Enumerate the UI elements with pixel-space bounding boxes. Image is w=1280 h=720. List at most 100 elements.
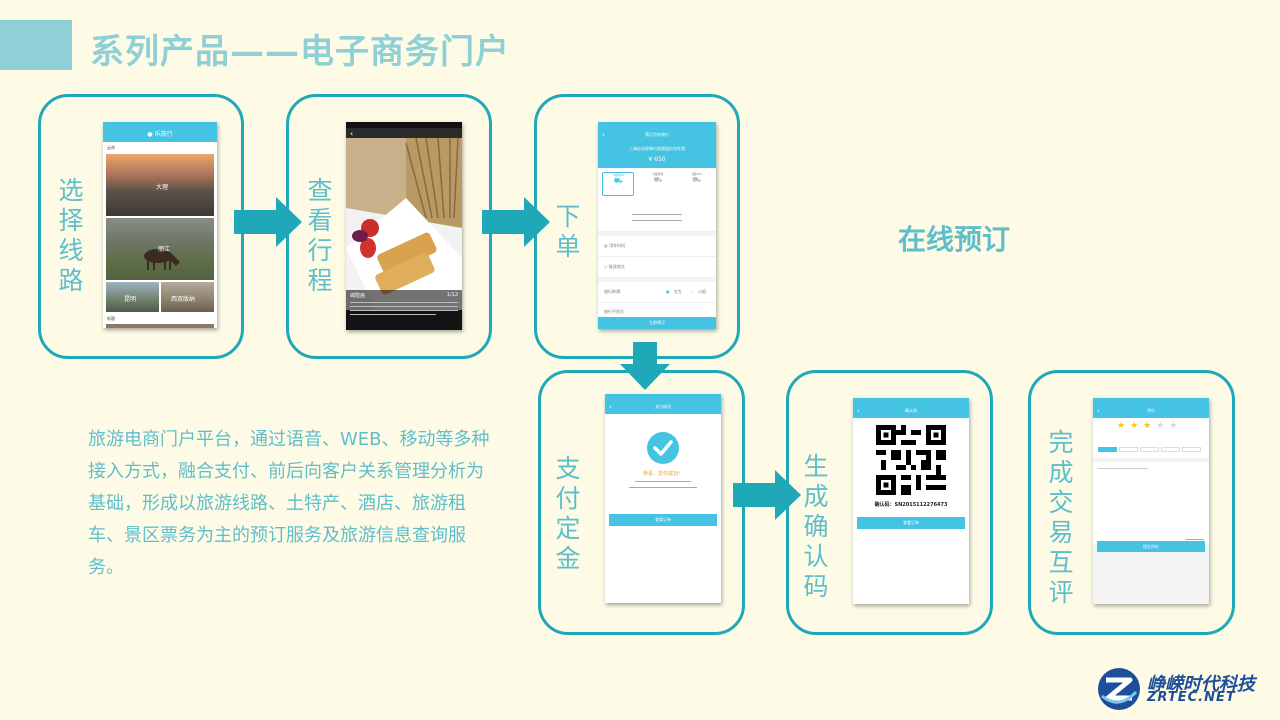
car-type-option[interactable]: 5座商务 ⛟	[643, 172, 673, 208]
confirmation-code: 确认码：SN2015112276473	[874, 502, 948, 508]
view-order-button[interactable]: 查看订单	[609, 514, 717, 526]
star-icon[interactable]: ★	[1169, 421, 1183, 431]
radio-label: 先生	[674, 289, 682, 294]
arrow-right-icon	[234, 197, 302, 247]
field-label: 旅行手机号	[604, 309, 624, 314]
star-icon[interactable]: ★	[1156, 421, 1170, 431]
nav-title: 预订包车旅行	[645, 132, 669, 137]
step-label-review: 完成交易互评	[1048, 428, 1074, 607]
calendar-icon: ▦	[604, 243, 608, 248]
status-bar	[853, 398, 969, 404]
back-icon[interactable]: ‹	[609, 403, 612, 411]
check-circle-icon	[647, 432, 679, 464]
car-type-label: 5座轿车	[612, 173, 624, 177]
status-bar	[346, 122, 462, 128]
success-detail-placeholder	[635, 481, 691, 482]
radio-icon[interactable]: ○	[690, 289, 694, 294]
car-type-option[interactable]: 5座轿车 ⛟	[602, 172, 635, 196]
nav-title: 确认码	[905, 408, 917, 413]
company-name-en: ZRTEC.NET	[1147, 690, 1236, 705]
review-tag[interactable]	[1182, 447, 1201, 452]
textarea-placeholder	[1098, 468, 1148, 469]
field-label: 用车时间	[609, 243, 626, 248]
step-label-view-itinerary: 查看行程	[307, 176, 333, 295]
nav-title: 评价	[1147, 408, 1155, 413]
route-photo-xishuangbanna[interactable]: 西双版纳	[161, 282, 214, 312]
route-photo-strip	[106, 324, 214, 328]
photo-label: 西双版纳	[171, 296, 196, 303]
photo-label: 丽江	[158, 246, 171, 253]
car-type-label: 5座商务	[652, 172, 664, 176]
car-type-label: 7座SUV	[691, 172, 703, 176]
app-nav-bar: ‹ 预订包车旅行	[598, 128, 716, 142]
phone-confirmation-code: ‹ 确认码 确认码：SN2015112276473 查看订单	[853, 398, 969, 604]
step-label-confirm-code: 生成确认码	[803, 452, 829, 601]
review-textarea[interactable]	[1093, 462, 1209, 544]
success-message: 恭喜，支付成功！	[642, 471, 683, 477]
caption-text-placeholder	[350, 302, 458, 303]
step-label-pay-deposit: 支付定金	[555, 454, 581, 573]
field-label: 接送地点	[608, 264, 625, 269]
caption-text-placeholder	[350, 306, 458, 307]
radio-checked-icon[interactable]: ●	[666, 289, 670, 294]
phone-payment-success: ‹ 支付成功 恭喜，支付成功！ 查看订单	[605, 394, 721, 603]
online-booking-label: 在线预订	[898, 223, 1011, 256]
section-heading: 云南	[107, 145, 115, 150]
step-box-review	[1028, 370, 1235, 635]
route-photo-dali[interactable]: 大理	[106, 154, 214, 216]
phone-order-form: ‹ 预订包车旅行 上海必去经典行程超值价包车游 ¥ 650 5座轿车 ⛟ 5座商…	[598, 122, 716, 329]
form-field-traveler[interactable]: 旅行称谓 ● 先生 ○ 小姐	[598, 282, 716, 303]
route-photo-kunming[interactable]: 昆明	[106, 282, 159, 312]
page-title: 系列产品——电子商务门户	[90, 32, 510, 72]
status-bar	[103, 122, 217, 128]
car-icon: ⛟	[653, 176, 663, 184]
caption-text-placeholder	[350, 314, 437, 315]
step-label-select-route: 选择线路	[58, 176, 84, 295]
submit-order-button[interactable]: 立即预订	[598, 317, 716, 329]
star-icon[interactable]: ★	[1130, 421, 1144, 431]
app-nav-bar: ‹ 支付成功	[605, 400, 721, 414]
phone-itinerary-detail: ‹ 城隍庙 1/12	[346, 122, 462, 330]
review-tag[interactable]	[1140, 447, 1159, 452]
back-icon[interactable]: ‹	[602, 131, 605, 139]
app-nav-bar: ● 乐旅行	[103, 128, 217, 142]
form-field-time[interactable]: ▦ 用车时间	[598, 236, 716, 257]
success-detail-placeholder	[629, 487, 697, 488]
phone-review: ‹ 评价 ★★★★★ 提交评价	[1093, 398, 1209, 604]
review-tag[interactable]	[1119, 447, 1138, 452]
company-logo-icon	[1098, 668, 1140, 710]
nav-title: 支付成功	[655, 404, 671, 409]
location-icon: ◎	[604, 264, 608, 269]
review-tag[interactable]	[1161, 447, 1180, 452]
car-note-placeholder	[598, 208, 716, 232]
qr-code-icon	[876, 425, 946, 495]
submit-review-button[interactable]: 提交评价	[1097, 541, 1205, 552]
star-icon[interactable]: ★	[1143, 421, 1157, 431]
price-banner: 上海必去经典行程超值价包车游 ¥ 650	[598, 142, 716, 168]
back-icon[interactable]: ‹	[350, 129, 354, 138]
form-field-phone[interactable]: 旅行手机号	[598, 303, 716, 321]
section-heading: 新疆	[107, 316, 115, 321]
arrow-right-icon	[733, 470, 801, 520]
rating-stars[interactable]: ★★★★★	[1093, 418, 1209, 436]
field-label: 旅行称谓	[604, 289, 620, 294]
car-type-option[interactable]: 7座SUV ⛟	[682, 172, 712, 208]
back-icon[interactable]: ‹	[857, 407, 860, 415]
photo-label: 大理	[156, 184, 169, 191]
review-tag[interactable]	[1098, 447, 1117, 452]
food-photo	[346, 138, 462, 310]
caption-text-placeholder	[350, 310, 458, 311]
form-field-location[interactable]: ◎ 接送地点	[598, 257, 716, 278]
car-icon: ⛟	[613, 177, 623, 185]
status-bar	[1093, 398, 1209, 404]
caption-title: 城隍庙	[350, 293, 366, 299]
status-bar	[598, 122, 716, 128]
route-name: 上海必去经典行程超值价包车游	[629, 146, 685, 151]
arrow-right-icon	[482, 197, 550, 247]
route-photo-lijiang[interactable]: 丽江	[106, 218, 214, 280]
view-order-button[interactable]: 查看订单	[857, 517, 965, 529]
nav-title: ● 乐旅行	[147, 131, 173, 138]
back-icon[interactable]: ‹	[1097, 407, 1100, 415]
star-icon[interactable]: ★	[1117, 421, 1131, 431]
review-tags	[1093, 436, 1209, 471]
